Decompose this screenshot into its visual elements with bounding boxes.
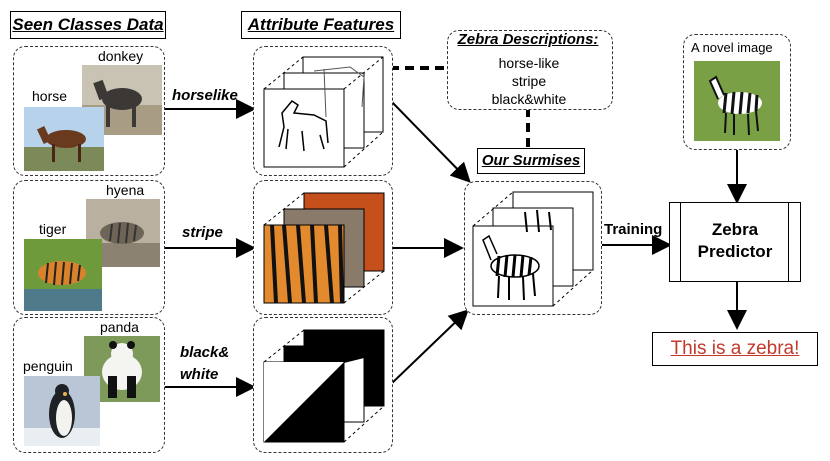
attribute-box-stripe [253, 180, 393, 315]
attribute-label-black-white-2: white [180, 366, 219, 383]
class-label-horse: horse [32, 88, 68, 104]
attribute-box-horselike [253, 46, 393, 176]
horselike-feature-stack [263, 56, 384, 168]
predictor-title-line1: Zebra [711, 220, 759, 239]
novel-zebra-photo [694, 61, 780, 141]
attribute-label-black-white-1: black& [180, 344, 230, 361]
penguin-photo [24, 376, 100, 446]
arrow-attr1-to-surmise [389, 99, 471, 183]
seen-class-box-3: panda penguin [13, 317, 165, 453]
zebra-descriptions-header: Zebra Descriptions: [457, 31, 599, 48]
horse-photo [24, 107, 104, 171]
class-label-panda: panda [100, 319, 139, 335]
zebra-descriptions-box [447, 30, 613, 110]
tiger-photo [24, 239, 102, 311]
attribute-features-header: Attribute Features [241, 11, 401, 39]
attribute-box-black-white [253, 317, 393, 453]
class-label-hyena: hyena [106, 182, 145, 198]
class-label-tiger: tiger [39, 221, 67, 237]
panda-photo [84, 336, 160, 402]
our-surmises-header: Our Surmises [477, 148, 585, 174]
stripe-feature-stack [263, 192, 385, 304]
class-label-donkey: donkey [98, 48, 144, 64]
seen-classes-header: Seen Classes Data [10, 11, 166, 39]
description-item: stripe [511, 73, 547, 89]
attribute-label-stripe: stripe [182, 224, 223, 241]
novel-image-box: A novel image [683, 34, 791, 150]
black-white-feature-stack [263, 329, 385, 443]
novel-image-label: A novel image [691, 40, 773, 55]
description-item: horse-like [498, 55, 560, 71]
description-list: horse-like stripe black&white [447, 54, 611, 108]
description-item: black&white [491, 91, 567, 107]
seen-class-box-2: hyena tiger [13, 180, 165, 315]
seen-class-box-1: donkey horse [13, 46, 165, 176]
training-label: Training [604, 221, 663, 238]
zebra-predictor-box: Zebra Predictor [669, 202, 801, 282]
result-text: This is a zebra! [652, 332, 818, 366]
surmises-box [464, 181, 602, 315]
class-label-penguin: penguin [23, 358, 73, 374]
arrow-attr3-to-surmise [389, 309, 469, 386]
attribute-label-horselike: horselike [172, 87, 238, 104]
surmise-zebra-stack [472, 191, 594, 307]
predictor-title-line2: Predictor [697, 242, 773, 261]
